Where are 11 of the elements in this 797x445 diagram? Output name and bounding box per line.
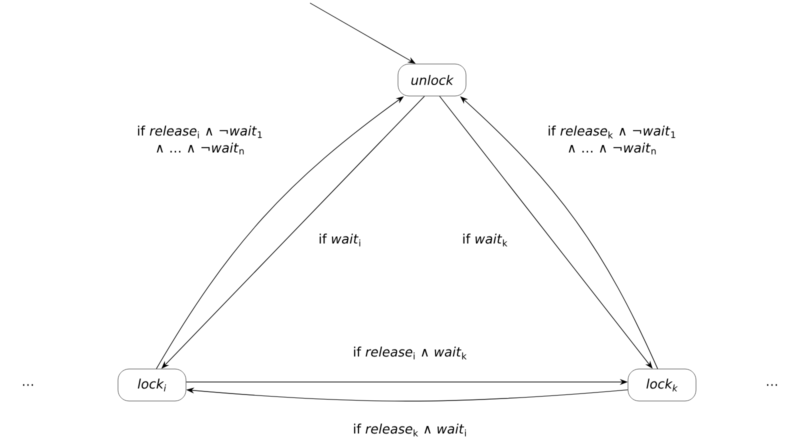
state-box: lock$_{i}$ [118,368,186,402]
edge-label: if wait$_{k}$ [463,234,508,246]
edge-label: if release$_{k}$ ∧ ¬wait$_{1}$ ∧ … ∧ ¬wait$_{n}$ [548,126,676,154]
state-box: unlock [398,64,466,96]
state-box: lock$_{k}$ [628,368,696,402]
edge-label: if release$_{k}$ ∧ wait$_{i}$ [354,424,466,436]
edge-label: if release$_{i}$ ∧ wait$_{k}$ [354,346,467,360]
edge-label: if release$_{i}$ ∧ ¬wait$_{1}$ ∧ … ∧ ¬wait$_{n}$ [138,126,262,154]
ellipsis: … [767,384,777,386]
ellipsis: … [23,384,33,386]
edge-label: if wait$_{i}$ [320,234,360,246]
